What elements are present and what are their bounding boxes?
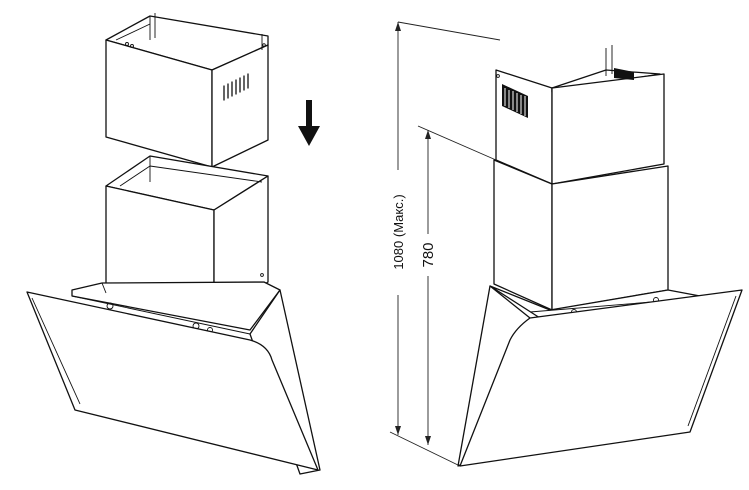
lower-chimney-fixed xyxy=(493,159,669,311)
max-height-label: 1080 (Макс.) xyxy=(391,194,406,269)
right-assembly xyxy=(457,45,743,467)
left-assembly xyxy=(26,13,321,475)
upper-chimney-cover xyxy=(105,13,269,168)
glass-hood-right xyxy=(457,285,743,467)
arrow-down-icon xyxy=(298,100,320,146)
upper-chimney-extended xyxy=(495,45,665,185)
dimension-markers: 1080 (Макс.) 780 xyxy=(389,21,501,467)
min-height-label: 780 xyxy=(420,242,437,267)
glass-hood-left xyxy=(26,289,321,475)
